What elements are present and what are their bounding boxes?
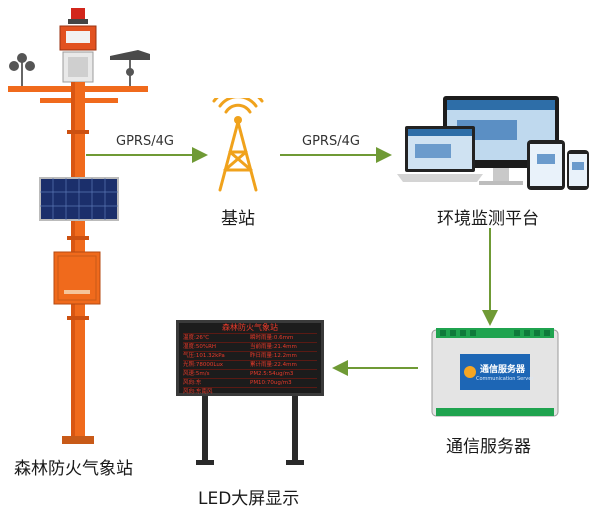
link-label-station-base: GPRS/4G (116, 134, 174, 149)
led-row: 风向:东 PM10:70ug/m3 (183, 378, 317, 387)
led-stand-icon (196, 396, 304, 465)
led-cell: PM2.5:54ug/m3 (250, 371, 294, 377)
weather-station-illustration (8, 8, 150, 444)
led-cell: 光照:78000Lux (183, 362, 224, 368)
monitoring-platform-devices (397, 96, 589, 190)
led-cell: 风向:东 (183, 380, 202, 386)
led-cell: 瞬时雨量:0.6mm (250, 335, 294, 341)
led-cell: 风向:东南风 (183, 389, 213, 395)
led-cell: 温度:26℃ (183, 335, 210, 341)
caption-platform: 环境监测平台 (437, 209, 539, 229)
led-cell: PM10:70ug/m3 (250, 380, 292, 386)
communication-server-device: 通信服务器 Communication Server (430, 326, 560, 420)
led-row: 风向:东南风 (183, 387, 317, 396)
led-row: 风速:5m/s PM2.5:54ug/m3 (183, 369, 317, 378)
led-row: 光照:78000Lux 累计雨量:22.4mm (183, 360, 317, 369)
led-row: 气压:101.32kPa 昨日雨量:12.2mm (183, 351, 317, 360)
caption-server: 通信服务器 (446, 437, 531, 457)
led-cell: 湿度:50%RH (183, 344, 217, 350)
base-station-tower-icon (212, 98, 264, 192)
server-brand-text: 通信服务器 (480, 365, 526, 375)
caption-weather-station: 森林防火气象站 (14, 459, 133, 479)
link-label-base-platform: GPRS/4G (302, 134, 360, 149)
server-sub-text: Communication Server (476, 376, 534, 382)
server-box-icon (431, 328, 559, 417)
led-display-board: 森林防火气象站 温度:26℃ 瞬时雨量:0.6mm 湿度:50%RH 当前雨量:21.… (176, 320, 324, 396)
led-cell: 风速:5m/s (183, 371, 210, 377)
led-cell: 当前雨量:21.4mm (250, 344, 297, 350)
led-cell: 累计雨量:22.4mm (250, 362, 297, 368)
led-cell: 气压:101.32kPa (183, 353, 225, 359)
led-row: 湿度:50%RH 当前雨量:21.4mm (183, 342, 317, 351)
caption-base-station: 基站 (221, 209, 255, 229)
led-cell: 昨日雨量:12.2mm (250, 353, 297, 359)
led-screen-title: 森林防火气象站 (222, 323, 278, 332)
led-row: 温度:26℃ 瞬时雨量:0.6mm (183, 333, 317, 342)
caption-led-display: LED大屏显示 (198, 489, 300, 509)
